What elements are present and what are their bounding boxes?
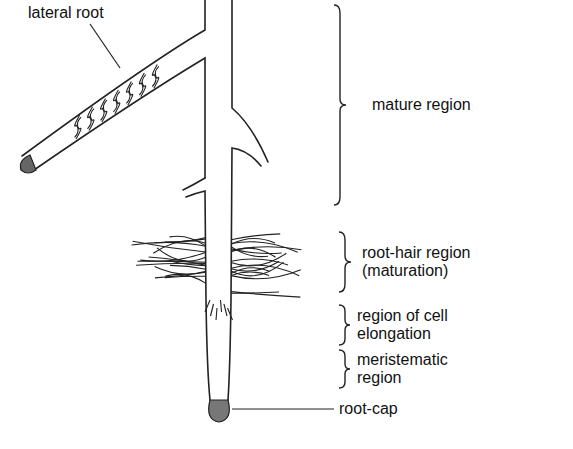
root-hair (170, 236, 207, 246)
root-hair (231, 242, 298, 252)
root-hair (169, 261, 206, 266)
root-hair (205, 300, 210, 312)
bracket (339, 350, 350, 388)
root-hair (231, 292, 300, 298)
part-label: lateral root (28, 4, 138, 22)
leader-line (90, 24, 120, 68)
root-cap-shape (209, 400, 230, 422)
root-hair (140, 252, 206, 261)
root-hair (231, 265, 299, 276)
root-outline (22, 0, 268, 400)
lateral-root-lower-edge (34, 58, 205, 178)
bracket (339, 305, 350, 345)
brackets (334, 5, 351, 388)
small-branch (183, 178, 205, 190)
root-hair (170, 265, 206, 269)
root-hair (231, 259, 288, 265)
root-hair (139, 73, 144, 95)
root-hair (231, 270, 301, 279)
root-hairs (75, 65, 302, 321)
root-hair (113, 90, 118, 112)
right-branch-upper (232, 0, 268, 162)
lateral-root-upper-edge (22, 0, 205, 156)
root-hair (133, 241, 206, 252)
root-hair (152, 65, 157, 87)
root-hair (126, 81, 131, 103)
root-hair (101, 98, 106, 120)
leader-lines (90, 24, 334, 409)
main-root-left-edge (186, 191, 210, 400)
root-hair (231, 234, 280, 240)
bracket (334, 5, 346, 205)
root-hair (155, 272, 206, 278)
region-label: root-hair region (maturation) (362, 244, 492, 280)
main-root-right-edge (228, 148, 261, 400)
root-hair (231, 249, 282, 254)
leader-line (232, 408, 334, 409)
bracket (339, 232, 351, 292)
root-hair (216, 308, 217, 320)
region-label: mature region (372, 96, 532, 114)
root-hair (224, 304, 227, 316)
region-label: region of cell elongation (357, 307, 469, 343)
part-label: root-cap (339, 400, 459, 418)
lateral-root-cap (20, 155, 36, 173)
root-hair (165, 238, 206, 243)
root-hair (166, 274, 207, 283)
root-hair (221, 300, 222, 312)
root-hair (211, 304, 214, 316)
region-label: meristematic region (357, 351, 465, 387)
root-hair (228, 308, 233, 320)
root-hair (88, 107, 93, 129)
root-hair (75, 115, 80, 137)
root-hair (231, 268, 270, 274)
root-hair (231, 262, 284, 276)
